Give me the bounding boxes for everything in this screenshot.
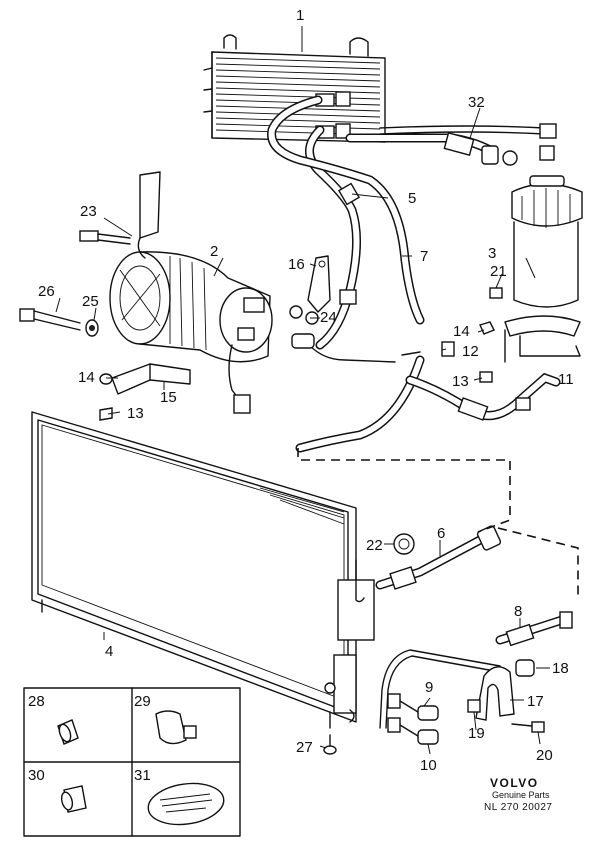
callout-24: 24	[320, 309, 337, 326]
part-29-clip	[155, 710, 197, 745]
callout-23: 23	[80, 203, 97, 220]
callout-31: 31	[134, 767, 151, 784]
callout-20: 20	[536, 747, 553, 764]
hose-6	[375, 525, 502, 590]
callout-labels: 1 2 3 4 5 6 7 8 9 10 11 12 13 13 14 14 1…	[28, 7, 574, 784]
callout-14-left: 14	[78, 369, 95, 386]
callout-32: 32	[468, 94, 485, 111]
callout-6: 6	[437, 525, 445, 542]
pipe-8	[379, 611, 573, 729]
callout-9: 9	[425, 679, 433, 696]
brand-block: VOLVO Genuine Parts NL 270 20027	[484, 776, 552, 813]
switch-9	[387, 693, 439, 721]
callout-27: 27	[296, 739, 313, 756]
callout-17: 17	[527, 693, 544, 710]
callout-11: 11	[558, 371, 574, 388]
callout-2: 2	[210, 243, 218, 260]
connection-dashes	[297, 448, 579, 598]
callout-25: 25	[82, 293, 99, 310]
callout-22: 22	[366, 537, 383, 554]
callout-18: 18	[552, 660, 569, 677]
bracket-16	[307, 255, 331, 313]
leader-lines	[55, 26, 550, 755]
evaporator	[203, 34, 386, 143]
pressure-hose-7	[267, 95, 425, 325]
callout-19: 19	[468, 725, 485, 742]
bracket-11	[504, 315, 581, 363]
callout-14-right: 14	[453, 323, 470, 340]
part-28-sleeve	[57, 719, 79, 745]
pipe-32	[345, 123, 557, 166]
washer-25	[85, 319, 99, 337]
callout-13-right: 13	[452, 373, 469, 390]
callout-21: 21	[490, 263, 507, 280]
callout-3: 3	[488, 245, 496, 262]
callout-16: 16	[288, 256, 305, 273]
callout-30: 30	[28, 767, 45, 784]
bracket-15	[99, 363, 191, 421]
receiver-drier	[511, 175, 583, 308]
callout-5: 5	[408, 190, 416, 207]
callout-28: 28	[28, 693, 45, 710]
fasteners-right	[401, 287, 503, 383]
fitting-24	[289, 305, 319, 349]
grommet-22	[393, 533, 415, 555]
inset-box	[23, 687, 241, 837]
brand-subtitle: Genuine Parts	[492, 790, 550, 800]
callout-12: 12	[462, 343, 479, 360]
hose-to-condenser	[295, 339, 561, 453]
clamp-17	[467, 659, 545, 733]
callout-4: 4	[105, 643, 113, 660]
callout-10: 10	[420, 757, 437, 774]
bolt-26	[19, 308, 81, 331]
brand-name: VOLVO	[490, 776, 539, 790]
callout-13-left: 13	[127, 405, 144, 422]
callout-15: 15	[160, 389, 177, 406]
bolt-23	[79, 230, 131, 245]
callout-26: 26	[38, 283, 55, 300]
callout-8: 8	[514, 603, 522, 620]
callout-7: 7	[420, 248, 428, 265]
switch-10	[387, 717, 439, 745]
drawing-code: NL 270 20027	[484, 802, 552, 813]
part-30-sleeve	[60, 785, 87, 813]
condenser	[31, 411, 375, 729]
callout-1: 1	[296, 7, 304, 24]
part-31-label	[147, 782, 225, 826]
bolt-27	[323, 734, 337, 755]
compressor	[109, 171, 273, 414]
callout-29: 29	[134, 693, 151, 710]
